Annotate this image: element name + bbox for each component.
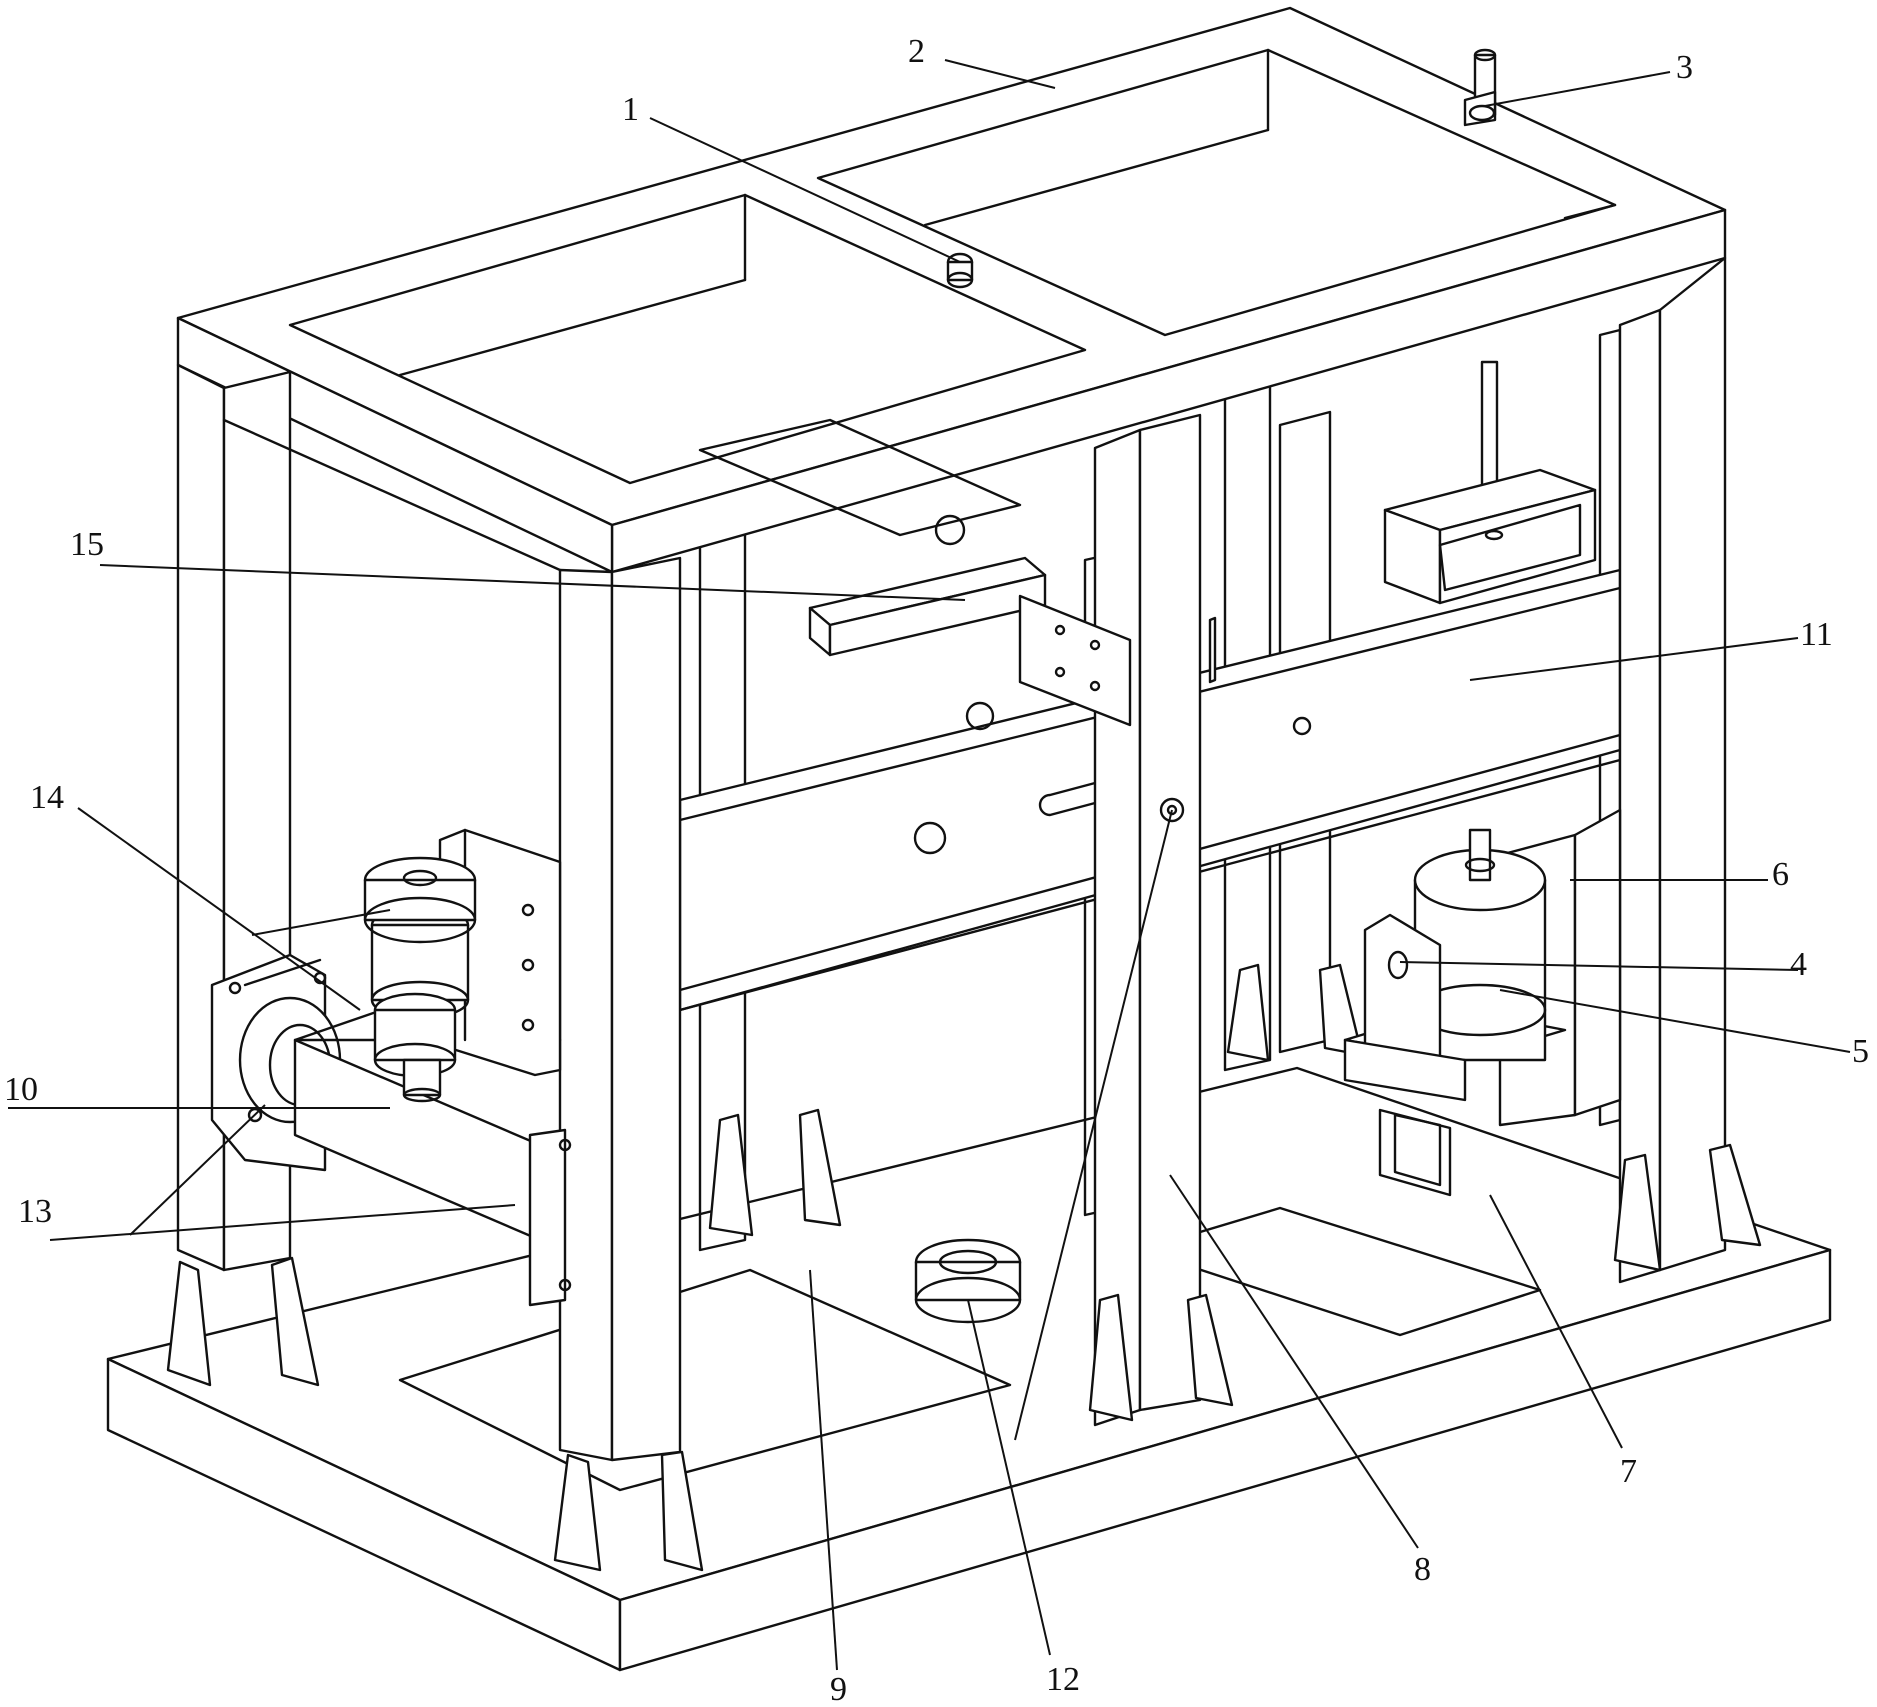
motor-bracket: [1343, 913, 1467, 1102]
callout-14: 14: [30, 779, 64, 816]
front-right-post: [1618, 256, 1727, 1284]
base-plate: [106, 1066, 1832, 1672]
motor: [1413, 828, 1547, 1062]
callout-15: 15: [70, 526, 104, 563]
callout-7: 7: [1620, 1453, 1637, 1490]
bearing-14: [363, 856, 477, 1103]
leader-lines: [8, 59, 1851, 1671]
rod-3: [1463, 48, 1497, 127]
callout-5: 5: [1852, 1033, 1869, 1070]
clamp-block: [698, 418, 1217, 731]
callout-labels: 1 2 3 4 5 6 7 8 9 10 11 12 13 14 15: [4, 33, 1869, 1707]
callout-1: 1: [622, 91, 639, 128]
hanger-box: [1383, 360, 1597, 605]
callout-8: 8: [1414, 1551, 1431, 1588]
ring-12: [914, 1238, 1022, 1324]
callout-13: 13: [18, 1193, 52, 1230]
callout-3: 3: [1676, 49, 1693, 86]
callout-2: 2: [908, 33, 925, 70]
shaft-10: [293, 988, 572, 1307]
callout-10: 10: [4, 1071, 38, 1108]
callout-9: 9: [830, 1671, 847, 1707]
gussets: [166, 963, 1762, 1572]
callout-6: 6: [1772, 856, 1789, 893]
callout-12: 12: [1046, 1661, 1080, 1698]
callout-11: 11: [1800, 616, 1833, 653]
callout-4: 4: [1790, 946, 1807, 983]
